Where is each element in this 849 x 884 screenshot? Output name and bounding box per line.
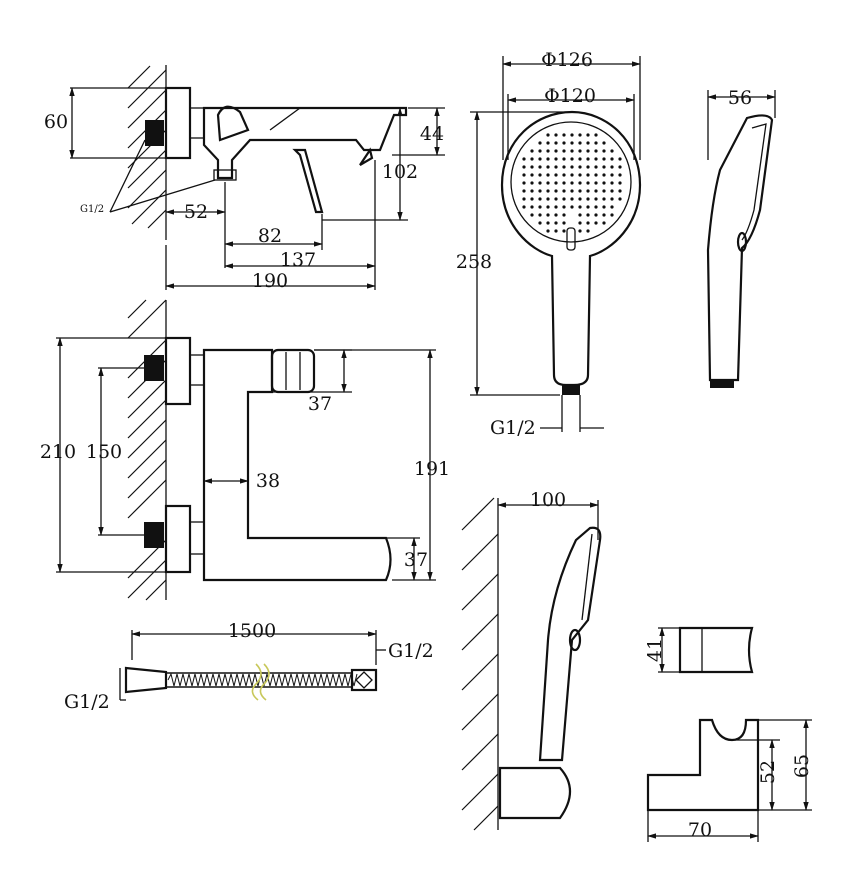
mixer-body-front xyxy=(202,348,392,582)
mixer-front-view: 210 150 37 38 191 37 xyxy=(40,299,450,601)
dim-dia120: Φ120 xyxy=(544,85,596,107)
dim-102: 102 xyxy=(382,161,418,183)
dim-100: 100 xyxy=(530,489,566,511)
inlet-nut-lower xyxy=(144,522,164,548)
spray-nozzles xyxy=(522,133,622,233)
wall-hatch xyxy=(127,299,167,601)
hose-thread-right: G1/2 xyxy=(388,640,434,662)
thread-label-handshower: G1/2 xyxy=(490,417,536,439)
dim-41: 41 xyxy=(644,638,666,662)
handshower-front: Φ126 Φ120 258 G1/2 xyxy=(456,49,642,439)
dim-52-holder: 52 xyxy=(757,760,779,784)
dim-37-lower: 37 xyxy=(404,549,428,571)
dim-190: 190 xyxy=(252,270,288,292)
dim-44: 44 xyxy=(420,123,444,145)
dim-52: 52 xyxy=(184,201,208,223)
side-thread xyxy=(710,380,734,388)
dim-38: 38 xyxy=(256,470,280,492)
hose-thread-left: G1/2 xyxy=(64,691,110,713)
dim-191: 191 xyxy=(414,458,450,480)
handle-thread xyxy=(562,385,580,395)
flange-upper xyxy=(164,336,192,406)
handshower-side: 56 xyxy=(706,87,776,388)
dim-70: 70 xyxy=(688,819,712,841)
mixer-body xyxy=(202,106,408,180)
dim-258: 258 xyxy=(456,251,492,273)
hose-length: 1500 xyxy=(228,620,276,642)
dim-150: 150 xyxy=(86,441,122,463)
mixer-top-view: 60 44 102 52 82 137 190 G1/2 xyxy=(44,65,445,292)
dim-210: 210 xyxy=(40,441,76,463)
wall-flange xyxy=(164,86,192,160)
thread-label: G1/2 xyxy=(80,204,104,215)
dim-dia126: Φ126 xyxy=(541,49,593,71)
dim-60: 60 xyxy=(44,111,68,133)
holder-side xyxy=(646,718,760,812)
spray-face xyxy=(510,121,632,243)
dim-56: 56 xyxy=(728,87,752,109)
dim-65: 65 xyxy=(791,754,813,778)
inlet-nut xyxy=(145,120,164,146)
dim-37-upper: 37 xyxy=(308,393,332,415)
dim-82: 82 xyxy=(258,225,282,247)
holder-views: 41 52 65 70 xyxy=(644,626,813,842)
hose-cone-connector xyxy=(124,666,168,694)
handle-knob xyxy=(270,348,316,394)
handshower-mounted: 100 xyxy=(461,489,602,831)
mounted-holder xyxy=(498,766,572,820)
lever-handle xyxy=(292,148,324,214)
dim-137: 137 xyxy=(280,249,316,271)
wall-hatch xyxy=(127,65,167,240)
flange-lower xyxy=(164,504,192,574)
hose-nut xyxy=(350,668,378,692)
mounted-handshower-outline xyxy=(538,526,602,762)
holder-front xyxy=(678,626,754,674)
handshower-outline xyxy=(500,110,642,387)
wall-hatch xyxy=(461,497,499,831)
inlet-nut-upper xyxy=(144,355,164,381)
shower-hose: 1500 G1/2 G1/2 xyxy=(64,620,434,713)
